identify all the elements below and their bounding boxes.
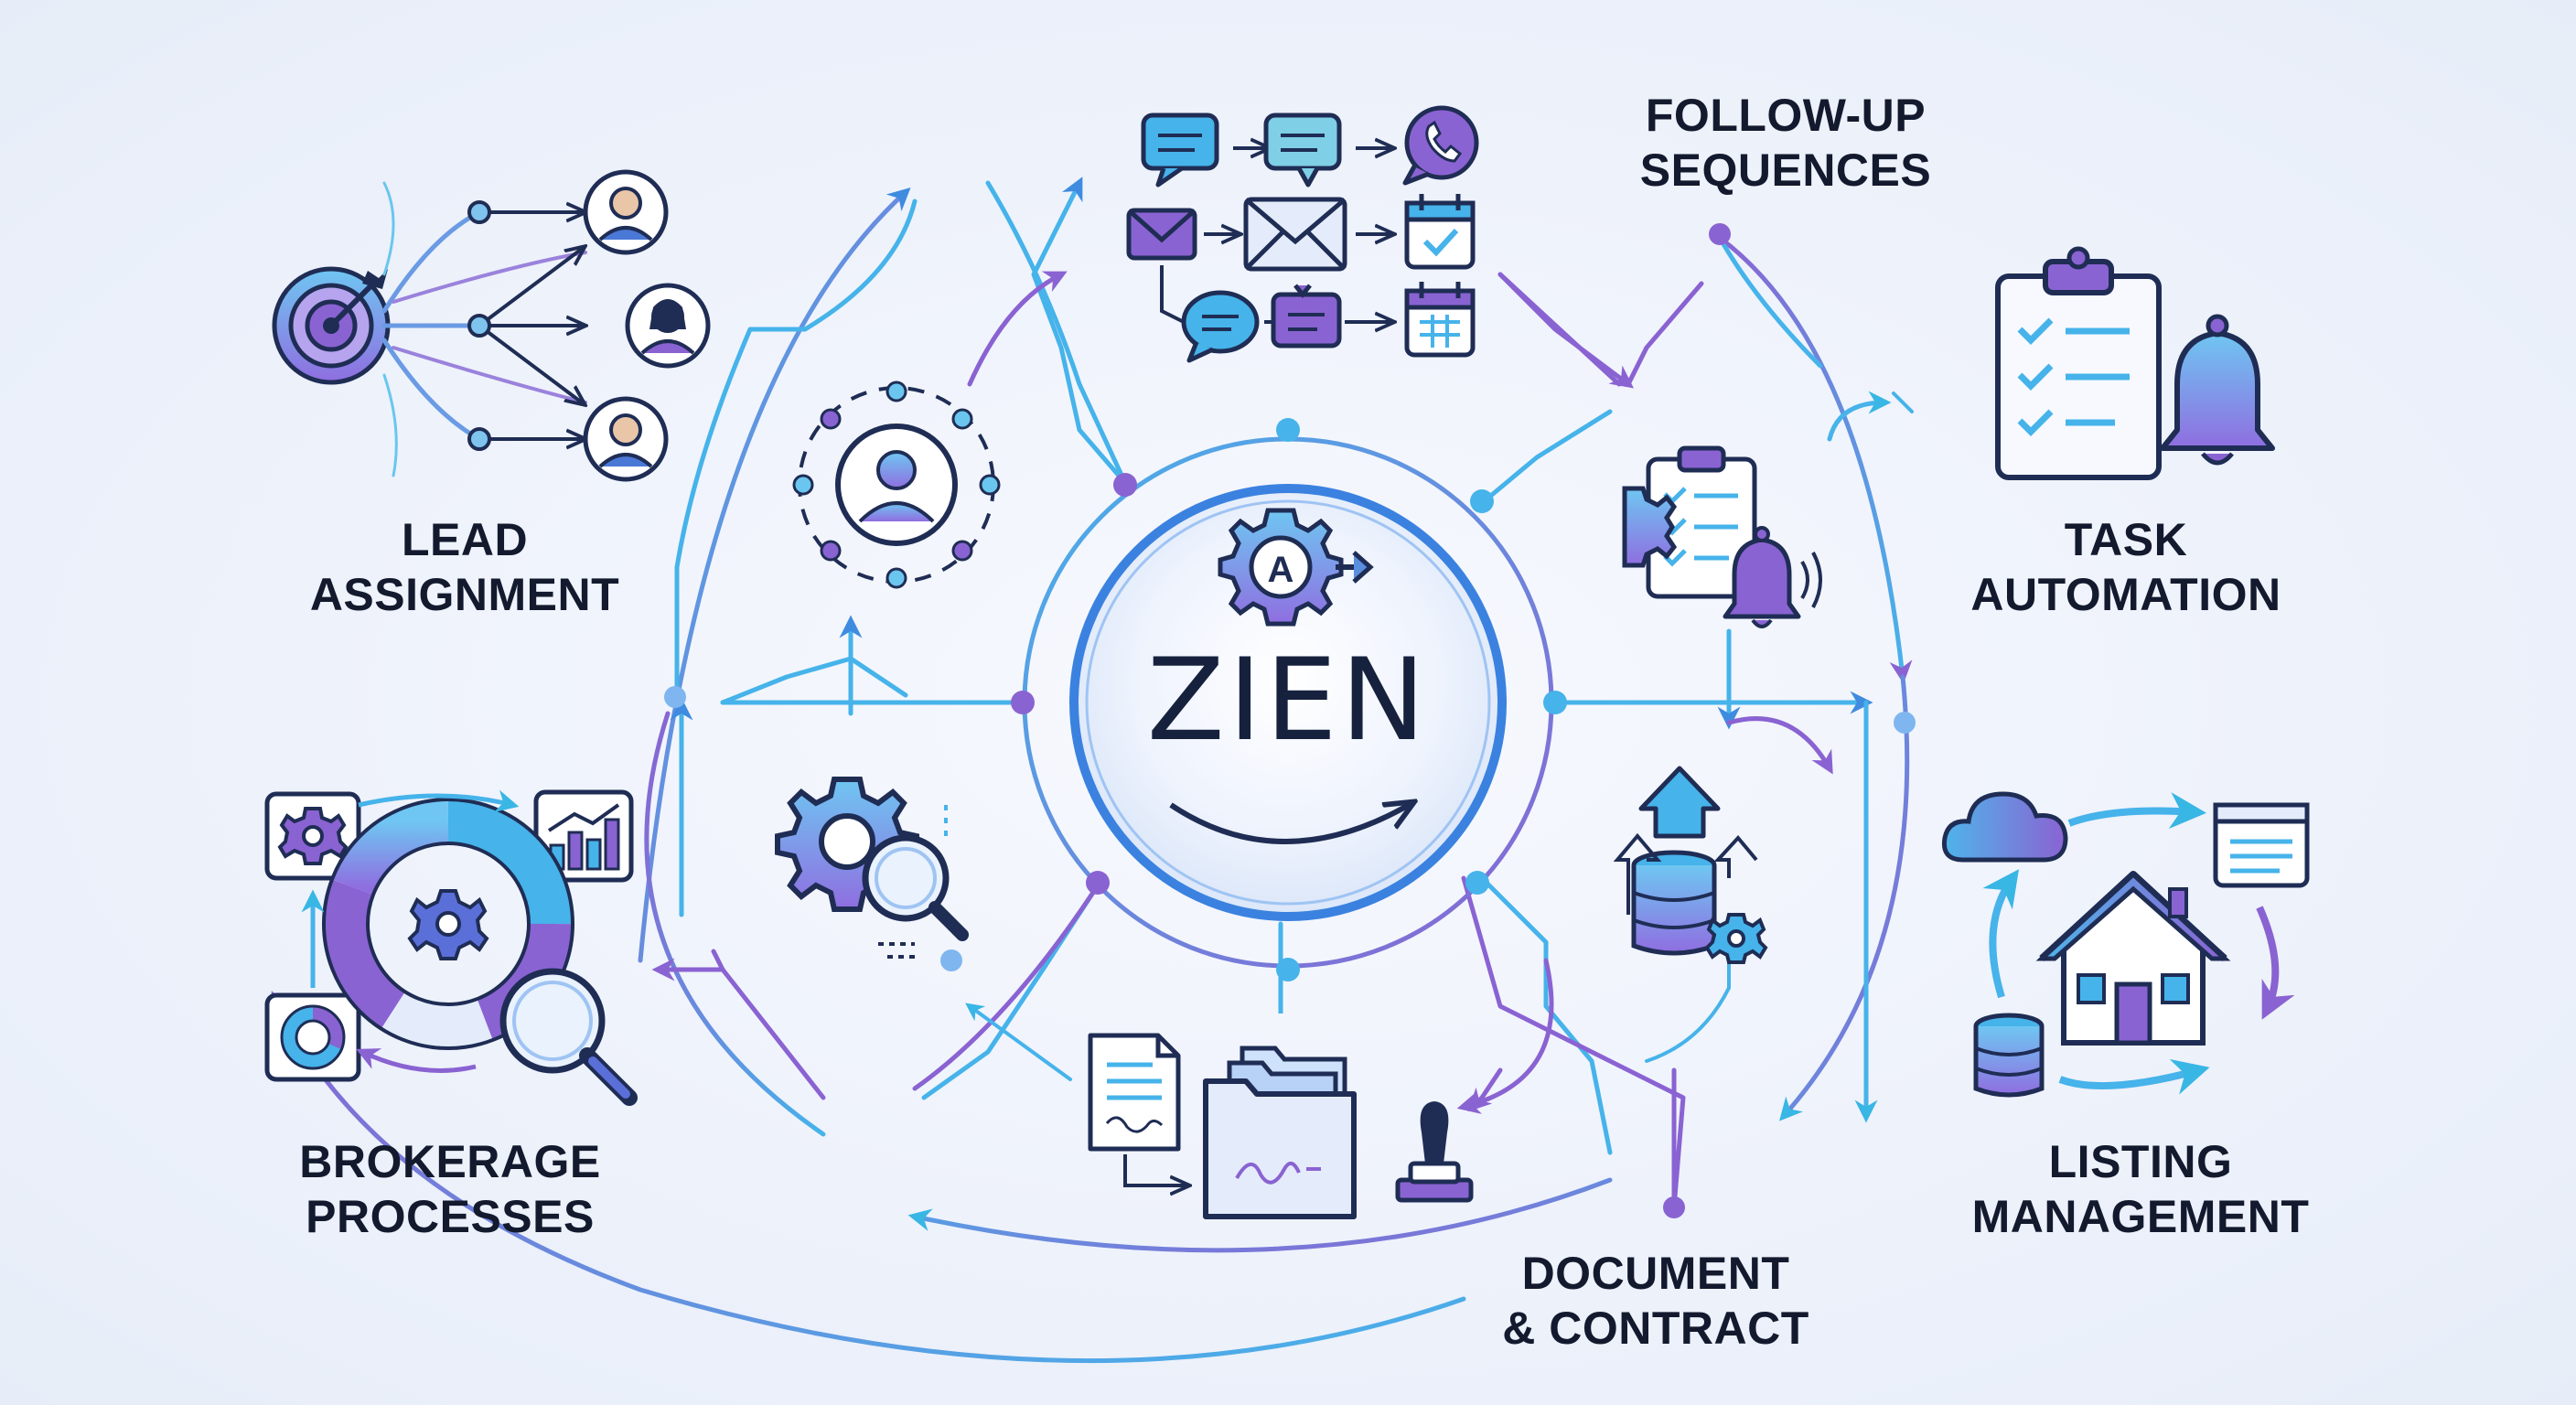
path-node (1709, 223, 1731, 245)
lead-assignment-line-1: LEAD (401, 514, 529, 565)
upload-arrow-icon (1638, 766, 1721, 839)
path-node (940, 949, 962, 971)
chat-bubble-icon (1141, 113, 1219, 188)
envelope-icon (1243, 197, 1347, 272)
brokerage-processes-line-1: BROKERAGE (299, 1136, 601, 1187)
follow-up-line-2: SEQUENCES (1639, 145, 1932, 196)
path-node (664, 686, 686, 708)
brokerage-processes-line-2: PROCESSES (306, 1191, 595, 1242)
document-icon (1088, 1033, 1181, 1152)
listing-management-label: LISTING MANAGEMENT (1930, 1134, 2351, 1244)
person-icon (583, 396, 669, 482)
connector-lines (271, 177, 1914, 1364)
badge-letter: A (1268, 550, 1294, 590)
target-icon (272, 266, 391, 385)
chat-bubble-icon (1263, 113, 1342, 188)
calendar-icon (1404, 194, 1476, 270)
magnifier-icon (499, 968, 638, 1106)
path-node (1894, 712, 1916, 734)
listing-management-line-1: LISTING (2048, 1136, 2233, 1187)
ring-node (1011, 691, 1035, 714)
chat-bubble-icon (1181, 290, 1260, 363)
calendar-icon (1404, 282, 1476, 358)
swoosh-arrow-icon (1169, 805, 1409, 844)
ring-node (1276, 418, 1300, 442)
document-contract-line-2: & CONTRACT (1502, 1303, 1809, 1354)
browser-window-icon (2213, 802, 2310, 888)
lead-assignment-line-2: ASSIGNMENT (309, 569, 620, 620)
lead-routing-lines (381, 181, 585, 477)
automation-gear-icon (1218, 508, 1374, 627)
ring-node (1113, 473, 1137, 497)
ring-node (1465, 871, 1489, 895)
gear-icon (264, 791, 361, 881)
process-donut-icon (322, 798, 574, 1050)
chat-bubble-icon (1271, 284, 1342, 349)
stamp-icon (1395, 1101, 1474, 1203)
clipboard-checklist-icon (1995, 246, 2162, 480)
bell-icon (1723, 526, 1822, 628)
document-contract-label: DOCUMENT & CONTRACT (1491, 1246, 1820, 1356)
folder-icon (1203, 1046, 1357, 1219)
ring-node (1543, 691, 1567, 714)
magnifier-icon (862, 834, 969, 941)
person-icon (625, 283, 711, 369)
task-automation-line-2: AUTOMATION (1970, 569, 2281, 620)
database-icon (1631, 850, 1717, 956)
phone-icon (1402, 105, 1479, 186)
task-automation-label: TASK AUTOMATION (1943, 512, 2309, 622)
center-title: ZIEN (1146, 635, 1430, 767)
team-network-icon (792, 381, 1001, 589)
task-automation-line-1: TASK (2064, 514, 2188, 565)
ring-node (1086, 871, 1110, 895)
ring-node (1470, 489, 1494, 513)
follow-up-line-1: FOLLOW-UP (1645, 90, 1927, 141)
gear-icon (1622, 486, 1678, 568)
follow-up-label: FOLLOW-UP SEQUENCES (1612, 88, 1959, 198)
path-node (1663, 1196, 1685, 1218)
gear-icon (1704, 913, 1768, 964)
donut-chart-icon (264, 992, 361, 1082)
document-contract-line-1: DOCUMENT (1521, 1248, 1790, 1299)
bell-icon (2160, 314, 2275, 466)
lead-assignment-label: LEAD ASSIGNMENT (291, 512, 639, 622)
brokerage-processes-label: BROKERAGE PROCESSES (276, 1134, 624, 1244)
cloud-icon (1941, 791, 2068, 863)
database-icon (1973, 1013, 2045, 1098)
house-icon (2035, 871, 2231, 1046)
listing-management-line-2: MANAGEMENT (1971, 1191, 2310, 1242)
envelope-icon (1126, 208, 1197, 261)
person-icon (583, 169, 669, 255)
